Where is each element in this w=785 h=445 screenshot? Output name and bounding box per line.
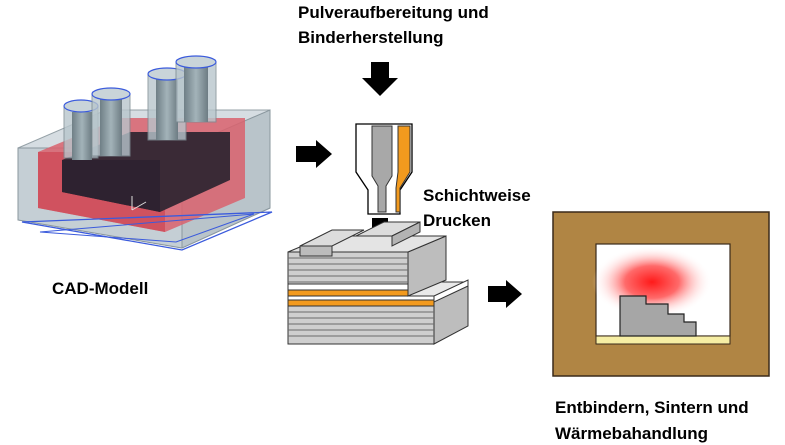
- sinter-label-line2: Wärmebahandlung: [555, 424, 709, 443]
- arrow-right-icon: [488, 280, 522, 308]
- powder-label-line2: Binderherstellung: [298, 28, 444, 47]
- printing-label-line1: Schichtweise: [423, 186, 531, 205]
- sinter-label-line1: Entbindern, Sintern und: [555, 398, 749, 417]
- arrow-down-icon: [362, 62, 398, 96]
- powder-preparation-label: Pulveraufbereitung und Binderherstellung: [298, 0, 489, 50]
- arrow-right-icon: [296, 140, 332, 168]
- layer-printing-label: Schichtweise Drucken: [423, 183, 531, 233]
- cad-model-illustration: [17, 55, 273, 251]
- layer-stack-illustration: [287, 221, 469, 345]
- printing-label-line2: Drucken: [423, 211, 492, 230]
- debinding-sintering-label: Entbindern, Sintern und Wärmebahandlung: [555, 395, 749, 445]
- cad-model-label: CAD-Modell: [52, 279, 149, 298]
- print-head-illustration: [355, 123, 413, 215]
- furnace-illustration: [552, 211, 770, 377]
- powder-label-line1: Pulveraufbereitung und: [298, 3, 489, 22]
